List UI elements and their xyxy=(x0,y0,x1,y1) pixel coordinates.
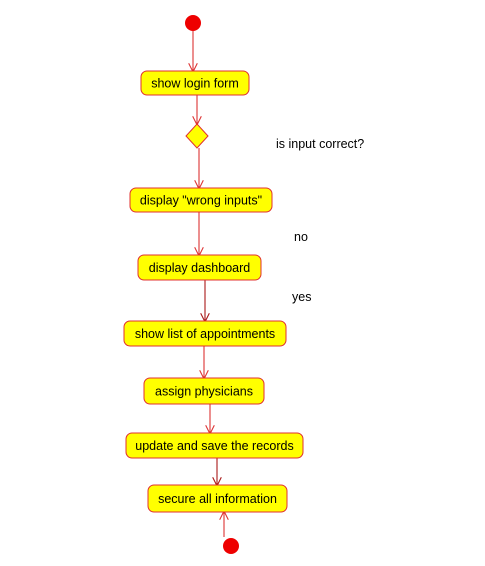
action-show-login-form: show login form xyxy=(140,70,250,96)
action-label: display dashboard xyxy=(149,261,251,275)
action-label: display "wrong inputs" xyxy=(140,194,262,208)
action-show-list-of-appointments: show list of appointments xyxy=(123,320,287,347)
branch-no-label: no xyxy=(294,230,308,244)
branch-yes-label: yes xyxy=(292,290,311,304)
action-secure-all-information: secure all information xyxy=(147,484,288,513)
action-label: show list of appointments xyxy=(135,327,275,341)
action-label: assign physicians xyxy=(155,385,253,399)
action-display-wrong-inputs: display "wrong inputs" xyxy=(129,187,273,213)
decision-question-note: is input correct? xyxy=(276,137,364,151)
action-display-dashboard: display dashboard xyxy=(137,254,262,281)
action-assign-physicians: assign physicians xyxy=(143,377,265,405)
action-label: update and save the records xyxy=(135,439,293,453)
action-label: show login form xyxy=(151,77,239,91)
start-node xyxy=(185,15,201,31)
action-update-and-save-records: update and save the records xyxy=(125,432,304,459)
decision-diamond xyxy=(185,123,209,149)
action-label: secure all information xyxy=(158,492,277,506)
end-node xyxy=(223,538,239,554)
